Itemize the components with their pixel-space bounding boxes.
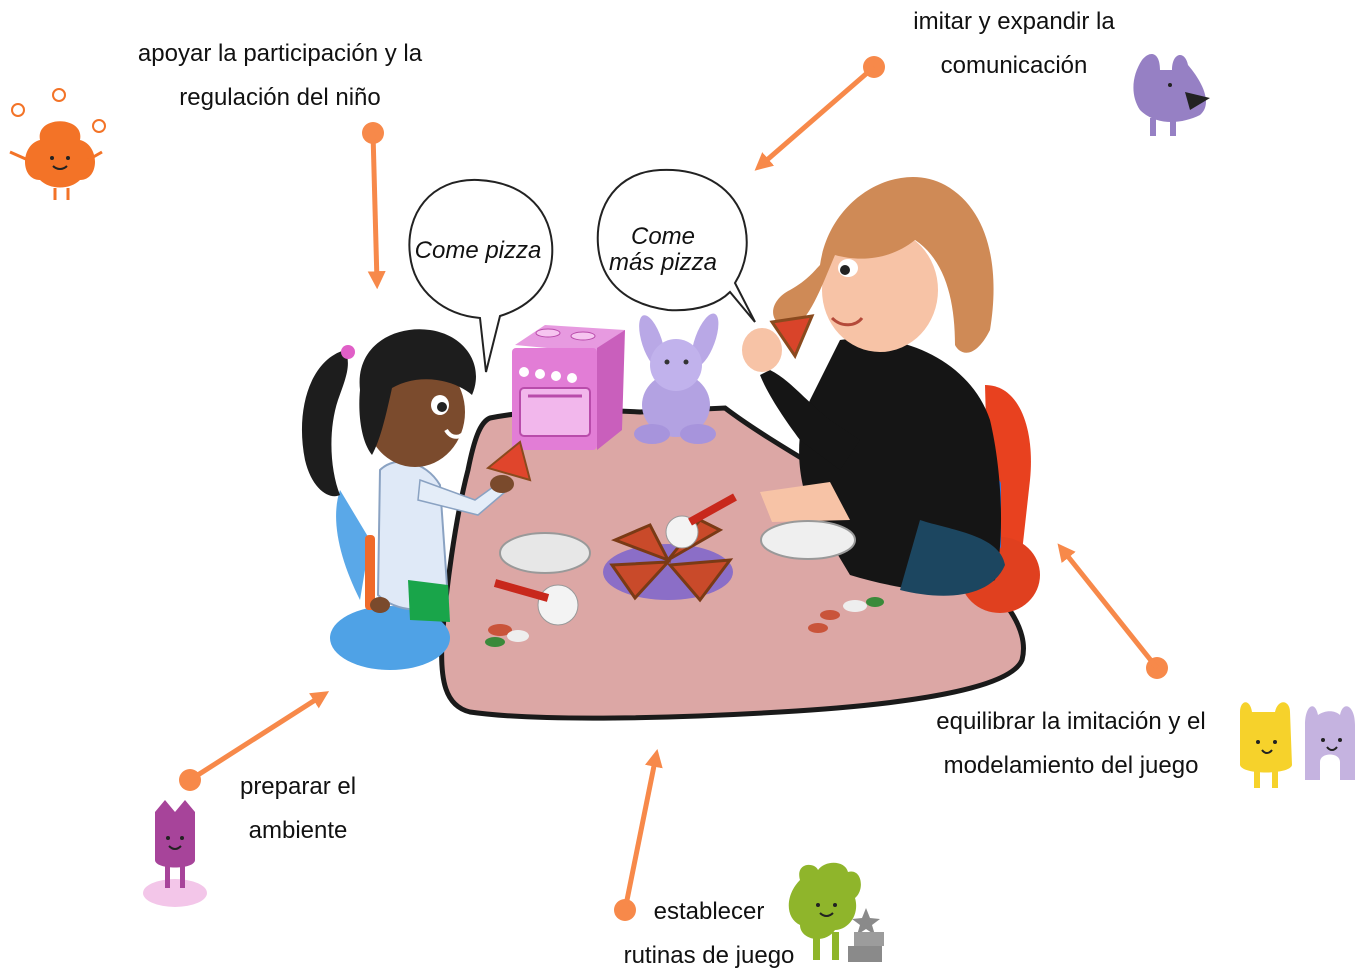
label-balance-line2: modelamiento del juego [943,752,1199,779]
label-routines-line2: rutinas de juego [623,942,795,969]
label-communication-line1: imitar y expandir la [913,8,1115,35]
label-communication-line2: comunicación [940,52,1088,79]
orange-monster-icon [9,88,106,200]
label-participation: apoyar la participación y la regulación … [110,32,450,120]
label-environment-line1: preparar el [239,773,357,800]
lavender-monster-icon [1305,706,1355,780]
arrow-balance [1057,543,1168,679]
arrow-communication [754,56,885,171]
label-participation-line2: regulación del niño [179,84,381,111]
green-monster-icon [788,862,884,962]
magenta-monster-icon [143,800,207,907]
child-speech-bubble [408,178,554,373]
label-routines-line1: establecer [653,898,765,925]
label-environment: preparar el ambiente [218,765,378,853]
purple-monster-icon [1133,54,1210,136]
adult-speech-line1: Come [630,223,696,250]
label-balance-line1: equilibrar la imitación y el [936,708,1206,735]
table-items [485,493,884,647]
arrow-participation [362,122,386,290]
adult-figure [742,176,1040,613]
bunny-plush [634,313,719,444]
adult-speech-text: Come más pizza [600,224,726,276]
label-environment-line2: ambiente [248,817,348,844]
adult-speech-line2: más pizza [608,249,718,276]
label-routines: establecer rutinas de juego [604,890,814,978]
label-communication: imitar y expandir la comunicación [884,0,1144,88]
yellow-monster-icon [1240,702,1292,788]
label-participation-line1: apoyar la participación y la [137,40,423,67]
label-balance: equilibrar la imitación y el modelamient… [910,700,1232,788]
arrow-routines [614,748,663,921]
adult-speech-bubble [596,168,756,323]
toy-oven [512,325,625,450]
child-speech-text: Come pizza [414,237,542,264]
child-figure [301,329,532,670]
arrow-environment [179,691,330,791]
